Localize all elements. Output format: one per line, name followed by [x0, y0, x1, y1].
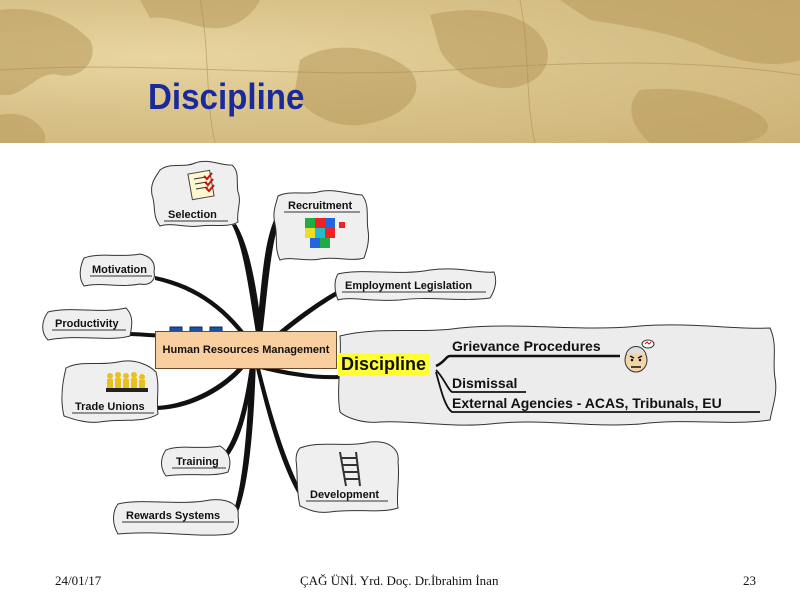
center-node-label: Human Resources Management — [162, 344, 330, 356]
node-discipline: Discipline — [338, 353, 430, 376]
footer-date: 24/01/17 — [55, 573, 102, 588]
angry-face-icon — [624, 339, 655, 373]
ladder-icon — [339, 451, 361, 487]
slide-header — [0, 0, 800, 143]
node-development: Development — [310, 489, 380, 501]
node-rewards-systems: Rewards Systems — [126, 510, 221, 522]
node-grievance-procedures: Grievance Procedures — [452, 338, 601, 354]
node-motivation: Motivation — [92, 264, 147, 276]
node-recruitment: Recruitment — [288, 200, 353, 212]
cloud-motivation — [79, 253, 155, 287]
node-training: Training — [176, 456, 219, 468]
crowd-icon — [106, 372, 148, 392]
label-underlines — [52, 211, 486, 523]
cloud-rewards-systems — [113, 499, 239, 536]
node-dismissal: Dismissal — [452, 375, 518, 391]
node-employment-legislation: Employment Legislation — [345, 280, 473, 292]
center-node: Human Resources Management — [155, 331, 337, 369]
discipline-connectors — [435, 354, 760, 413]
checklist-icon — [187, 169, 215, 201]
cloud-productivity — [42, 307, 133, 341]
node-productivity: Productivity — [55, 318, 119, 330]
cloud-employment-legislation — [334, 268, 497, 301]
cloud-discipline — [338, 324, 777, 426]
node-external-agencies: External Agencies - ACAS, Tribunals, EU — [452, 395, 722, 411]
slide-title: Discipline — [148, 76, 305, 117]
node-selection: Selection — [168, 209, 217, 221]
node-trade-unions: Trade Unions — [75, 401, 145, 413]
page-number: 23 — [743, 573, 756, 588]
cloud-development — [295, 441, 400, 513]
footer-author: ÇAĞ ÜNİ. Yrd. Doç. Dr.İbrahim İnan — [300, 573, 499, 588]
world-map-background — [0, 0, 800, 143]
jigsaw-icon — [305, 218, 345, 248]
